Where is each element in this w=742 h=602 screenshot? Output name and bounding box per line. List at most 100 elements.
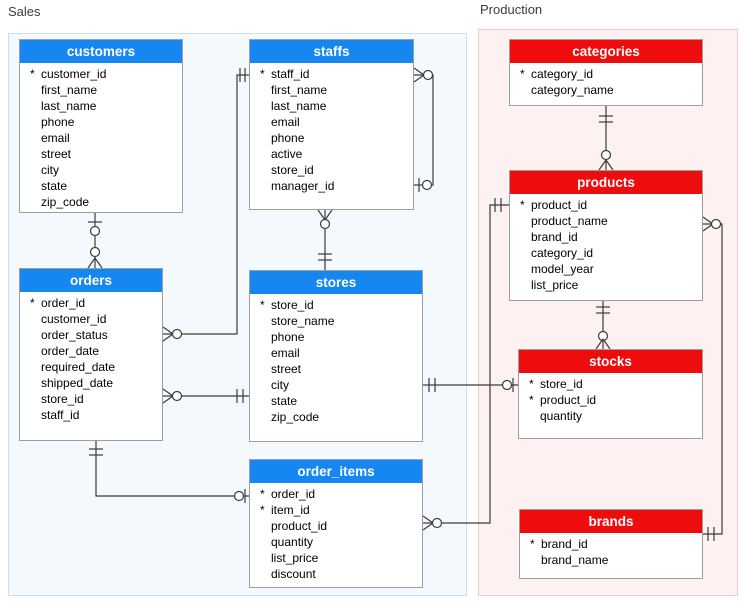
field-name: customer_id	[41, 67, 107, 81]
field-name: required_date	[41, 360, 116, 374]
field-customers-street: street	[20, 146, 182, 162]
field-name: product_name	[531, 214, 608, 228]
field-customers-email: email	[20, 130, 182, 146]
relationship-line[interactable]	[423, 204, 509, 524]
table-header-brands[interactable]: brands	[520, 510, 702, 533]
field-customers-zip_code: zip_code	[20, 194, 182, 210]
relationship-stores-stocks[interactable]	[423, 378, 518, 392]
field-name: product_id	[540, 393, 597, 407]
table-header-staffs[interactable]: staffs	[250, 40, 413, 63]
field-customers-phone: phone	[20, 114, 182, 130]
relationship-categories-products[interactable]	[598, 106, 614, 171]
primary-key-marker-icon: *	[30, 296, 35, 310]
cardinality-zero-circle-icon	[421, 179, 433, 191]
field-name: city	[41, 163, 59, 177]
cardinality-zero-circle-icon	[233, 490, 245, 502]
cardinality-zero-circle-icon	[431, 517, 443, 529]
cardinality-zero-circle-icon	[171, 328, 183, 340]
field-products-brand_id: brand_id	[510, 229, 702, 245]
field-order_items-item_id: *item_id	[250, 502, 422, 518]
field-name: zip_code	[271, 410, 320, 424]
cardinality-zero-circle-icon	[710, 218, 722, 230]
field-staffs-active: active	[250, 146, 413, 162]
relationship-staffs-manager[interactable]	[413, 67, 434, 192]
relationship-orders-order_items[interactable]	[89, 441, 249, 503]
relationship-line[interactable]	[163, 74, 249, 335]
field-stocks-store_id: *store_id	[519, 376, 702, 392]
field-stocks-product_id: *product_id	[519, 392, 702, 408]
field-name: state	[41, 179, 68, 193]
field-name: brand_name	[541, 553, 609, 567]
field-name: active	[271, 147, 303, 161]
table-header-categories[interactable]: categories	[510, 40, 702, 63]
crow-foot-many-icon	[162, 388, 174, 404]
primary-key-marker-icon: *	[30, 67, 35, 81]
table-header-order_items[interactable]: order_items	[250, 460, 422, 483]
table-header-stores[interactable]: stores	[250, 271, 422, 294]
field-categories-category_id: *category_id	[510, 66, 702, 82]
field-name: order_date	[41, 344, 100, 358]
field-staffs-store_id: store_id	[250, 162, 413, 178]
primary-key-marker-icon: *	[260, 67, 265, 81]
field-name: phone	[271, 131, 305, 145]
field-name: zip_code	[41, 195, 90, 209]
table-header-orders[interactable]: orders	[20, 269, 162, 292]
table-header-products[interactable]: products	[510, 171, 702, 194]
primary-key-marker-icon: *	[529, 377, 534, 391]
field-products-list_price: list_price	[510, 277, 702, 293]
crow-foot-many-icon	[87, 257, 103, 269]
primary-key-marker-icon: *	[260, 298, 265, 312]
primary-key-marker-icon: *	[520, 198, 525, 212]
crow-foot-many-icon	[317, 209, 333, 221]
field-stores-store_id: *store_id	[250, 297, 422, 313]
field-name: manager_id	[271, 179, 335, 193]
field-brands-brand_name: brand_name	[520, 552, 702, 568]
cardinality-zero-circle-icon	[171, 390, 183, 402]
relationship-products-stocks[interactable]	[595, 301, 611, 350]
relationship-staffs-orders[interactable]	[162, 68, 249, 342]
field-order_items-discount: discount	[250, 566, 422, 582]
field-stocks-quantity: quantity	[519, 408, 702, 424]
field-customers-customer_id: * customer_id	[20, 66, 182, 82]
relationship-brands-products[interactable]	[702, 216, 723, 541]
crow-foot-many-icon	[162, 326, 174, 342]
field-staffs-manager_id: manager_id	[250, 178, 413, 194]
table-header-stocks[interactable]: stocks	[519, 350, 702, 373]
cardinality-zero-circle-icon	[422, 69, 434, 81]
field-name: category_id	[531, 67, 594, 81]
field-orders-store_id: store_id	[20, 391, 162, 407]
relationship-customers-orders[interactable]	[87, 213, 103, 269]
relationship-stores-staffs[interactable]	[317, 209, 333, 270]
relationship-line[interactable]	[414, 74, 434, 186]
relationship-products-order_items[interactable]	[422, 198, 509, 531]
cardinality-zero-circle-icon	[597, 330, 609, 342]
field-orders-shipped_date: shipped_date	[20, 375, 162, 391]
field-customers-first_name: first_name	[20, 82, 182, 98]
relationship-stores-orders[interactable]	[162, 388, 249, 404]
relationship-line[interactable]	[95, 441, 249, 497]
table-header-customers[interactable]: customers	[20, 40, 182, 63]
relationship-line[interactable]	[703, 223, 723, 535]
field-name: quantity	[271, 535, 314, 549]
cardinality-zero-circle-icon	[89, 225, 101, 237]
cardinality-zero-circle-icon	[89, 246, 101, 258]
field-customers-last_name: last_name	[20, 98, 182, 114]
field-orders-order_date: order_date	[20, 343, 162, 359]
